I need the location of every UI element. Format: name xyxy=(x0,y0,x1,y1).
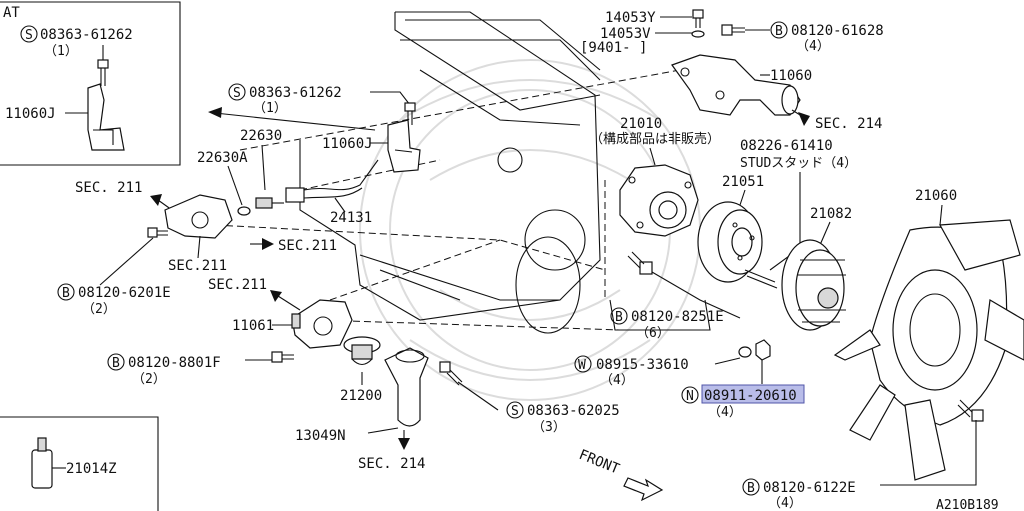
label-08226-61410[interactable]: 08226-61410 xyxy=(740,138,833,154)
sensor-22630 xyxy=(255,197,284,209)
label-front: FRONT xyxy=(577,447,623,478)
inlet-13049n xyxy=(384,347,429,427)
prefix-b-61628: B xyxy=(775,24,783,39)
pulley-21051 xyxy=(697,201,763,283)
harness-24131 xyxy=(285,159,379,203)
prefix-b-6122e: B xyxy=(747,481,755,496)
diagram-code: A210B189 xyxy=(936,498,999,511)
fan-21060 xyxy=(833,219,1024,481)
label-21200[interactable]: 21200 xyxy=(340,388,382,404)
label-sec211-mid[interactable]: SEC.211 xyxy=(168,258,227,274)
label-13049n[interactable]: 13049N xyxy=(295,428,346,444)
label-11061[interactable]: 11061 xyxy=(232,318,274,334)
bolt-08120-8801f xyxy=(271,351,294,363)
label-21082[interactable]: 21082 xyxy=(810,206,852,222)
label-21060[interactable]: 21060 xyxy=(915,188,957,204)
group-left-housing: SEC. 211 24131 B 08120-6201E （2） SEC.211 xyxy=(57,159,379,317)
bolt-08120-61628 xyxy=(721,24,745,36)
prefix-s-61262: S xyxy=(233,86,241,101)
bolt-08120-8251e xyxy=(627,251,653,275)
inset-at-part[interactable]: 11060J xyxy=(5,106,56,122)
bolt-08120-6122e xyxy=(957,399,984,422)
label-08911-20610[interactable]: 08911-20610 xyxy=(704,388,797,404)
label-sec211-left[interactable]: SEC. 211 xyxy=(75,180,142,196)
label-21014z[interactable]: 21014Z xyxy=(66,461,117,477)
front-indicator: FRONT xyxy=(577,447,664,502)
label-sec211-arrow[interactable]: SEC.211 xyxy=(278,238,337,254)
group-bolts-right: B 08120-8251E （6） W 08915-33610 （4） N 08… xyxy=(574,251,805,420)
qty-08120-6122e: （4） xyxy=(768,496,802,511)
label-08120-8251e[interactable]: 08120-8251E xyxy=(631,309,724,325)
group-21060: 21060 B 08120-6122E （4） A210B189 xyxy=(742,188,1024,511)
stud-note: STUDスタッド（4） xyxy=(740,156,857,171)
qty-08120-61628: （4） xyxy=(796,39,830,54)
thermostat-21200 xyxy=(343,336,381,366)
group-21051: 21051 21082 xyxy=(697,174,852,331)
washer-08915 xyxy=(738,346,752,358)
note-21010: （構成部品は非販売） xyxy=(590,131,720,147)
part-11060-outlet xyxy=(671,54,801,116)
bolt-08120-6201e xyxy=(147,227,168,238)
housing-11061 xyxy=(291,299,353,349)
label-21051[interactable]: 21051 xyxy=(722,174,764,190)
leader-dashed xyxy=(214,69,681,331)
label-14053v[interactable]: 14053V xyxy=(600,26,651,42)
qty-08363-62025: （3） xyxy=(532,420,566,435)
bolt-08363-62025 xyxy=(439,361,463,386)
qty-08120-8801f: （2） xyxy=(132,372,166,387)
prefix-n-20610: N xyxy=(686,389,694,404)
inset-at-bolt-code: 08363-61262 xyxy=(40,27,133,43)
inset-at: AT S 08363-61262 （1） 11060J xyxy=(0,1,181,166)
engine-block xyxy=(299,11,711,334)
fan-coupling-21082 xyxy=(781,239,846,331)
inset-at-title: AT xyxy=(3,5,20,21)
inset-21014z: 21014Z xyxy=(0,416,159,511)
label-24131[interactable]: 24131 xyxy=(330,210,372,226)
label-08915-33610[interactable]: 08915-33610 xyxy=(596,357,689,373)
group-11060: 14053Y 14053V [9401- ] B 08120-61628 （4）… xyxy=(580,9,884,132)
label-08120-6122e[interactable]: 08120-6122E xyxy=(763,480,856,496)
qty-08363-61262: （1） xyxy=(253,101,287,116)
label-08363-61262[interactable]: 08363-61262 xyxy=(249,85,342,101)
prefix-b-8251e: B xyxy=(615,310,623,325)
label-sec211-lower[interactable]: SEC.211 xyxy=(208,277,267,293)
highlight-08911-20610 xyxy=(701,384,805,404)
label-sec214-bottom[interactable]: SEC. 214 xyxy=(358,456,425,472)
label-11060[interactable]: 11060 xyxy=(770,68,812,84)
label-21010[interactable]: 21010 xyxy=(620,116,662,132)
label-11060j-mid[interactable]: 11060J xyxy=(322,136,373,152)
label-08363-62025[interactable]: 08363-62025 xyxy=(527,403,620,419)
prefix-s-62025: S xyxy=(511,404,519,419)
label-14053y[interactable]: 14053Y xyxy=(605,10,656,26)
group-11061: SEC.211 11061 B 08120-8801F （2） xyxy=(107,277,353,387)
label-22630a[interactable]: 22630A xyxy=(197,150,248,166)
water-pump xyxy=(619,164,699,237)
date-range: [9401- ] xyxy=(580,40,647,56)
label-sec214-top[interactable]: SEC. 214 xyxy=(815,116,882,132)
inset-at-bolt-prefix: S xyxy=(25,28,33,43)
group-21200: 21200 13049N SEC. 214 S 08363-62025 （3） xyxy=(295,336,620,472)
qty-08120-8251e: （6） xyxy=(636,326,670,341)
label-22630[interactable]: 22630 xyxy=(240,128,282,144)
qty-08911-20610: （4） xyxy=(708,405,742,420)
qty-08120-6201e: （2） xyxy=(82,302,116,317)
prefix-b-6201e: B xyxy=(62,286,70,301)
label-08120-61628[interactable]: 08120-61628 xyxy=(791,23,884,39)
group-21010: 21010 （構成部品は非販売） 08226-61410 STUDスタッド（4） xyxy=(590,116,857,271)
inset-at-bolt-qty: （1） xyxy=(44,44,78,59)
group-11060j: S 08363-61262 （1） 22630 22630A 11060J xyxy=(197,83,421,206)
prefix-w-33610: W xyxy=(578,358,586,373)
label-08120-6201e[interactable]: 08120-6201E xyxy=(78,285,171,301)
prefix-b-8801f: B xyxy=(112,356,120,371)
nut-08911 xyxy=(755,339,771,361)
label-08120-8801f[interactable]: 08120-8801F xyxy=(128,355,221,371)
housing-22630a xyxy=(164,194,251,239)
inset-bolt xyxy=(97,59,109,86)
qty-08915-33610: （4） xyxy=(600,373,634,388)
stud-08226 xyxy=(744,269,778,289)
